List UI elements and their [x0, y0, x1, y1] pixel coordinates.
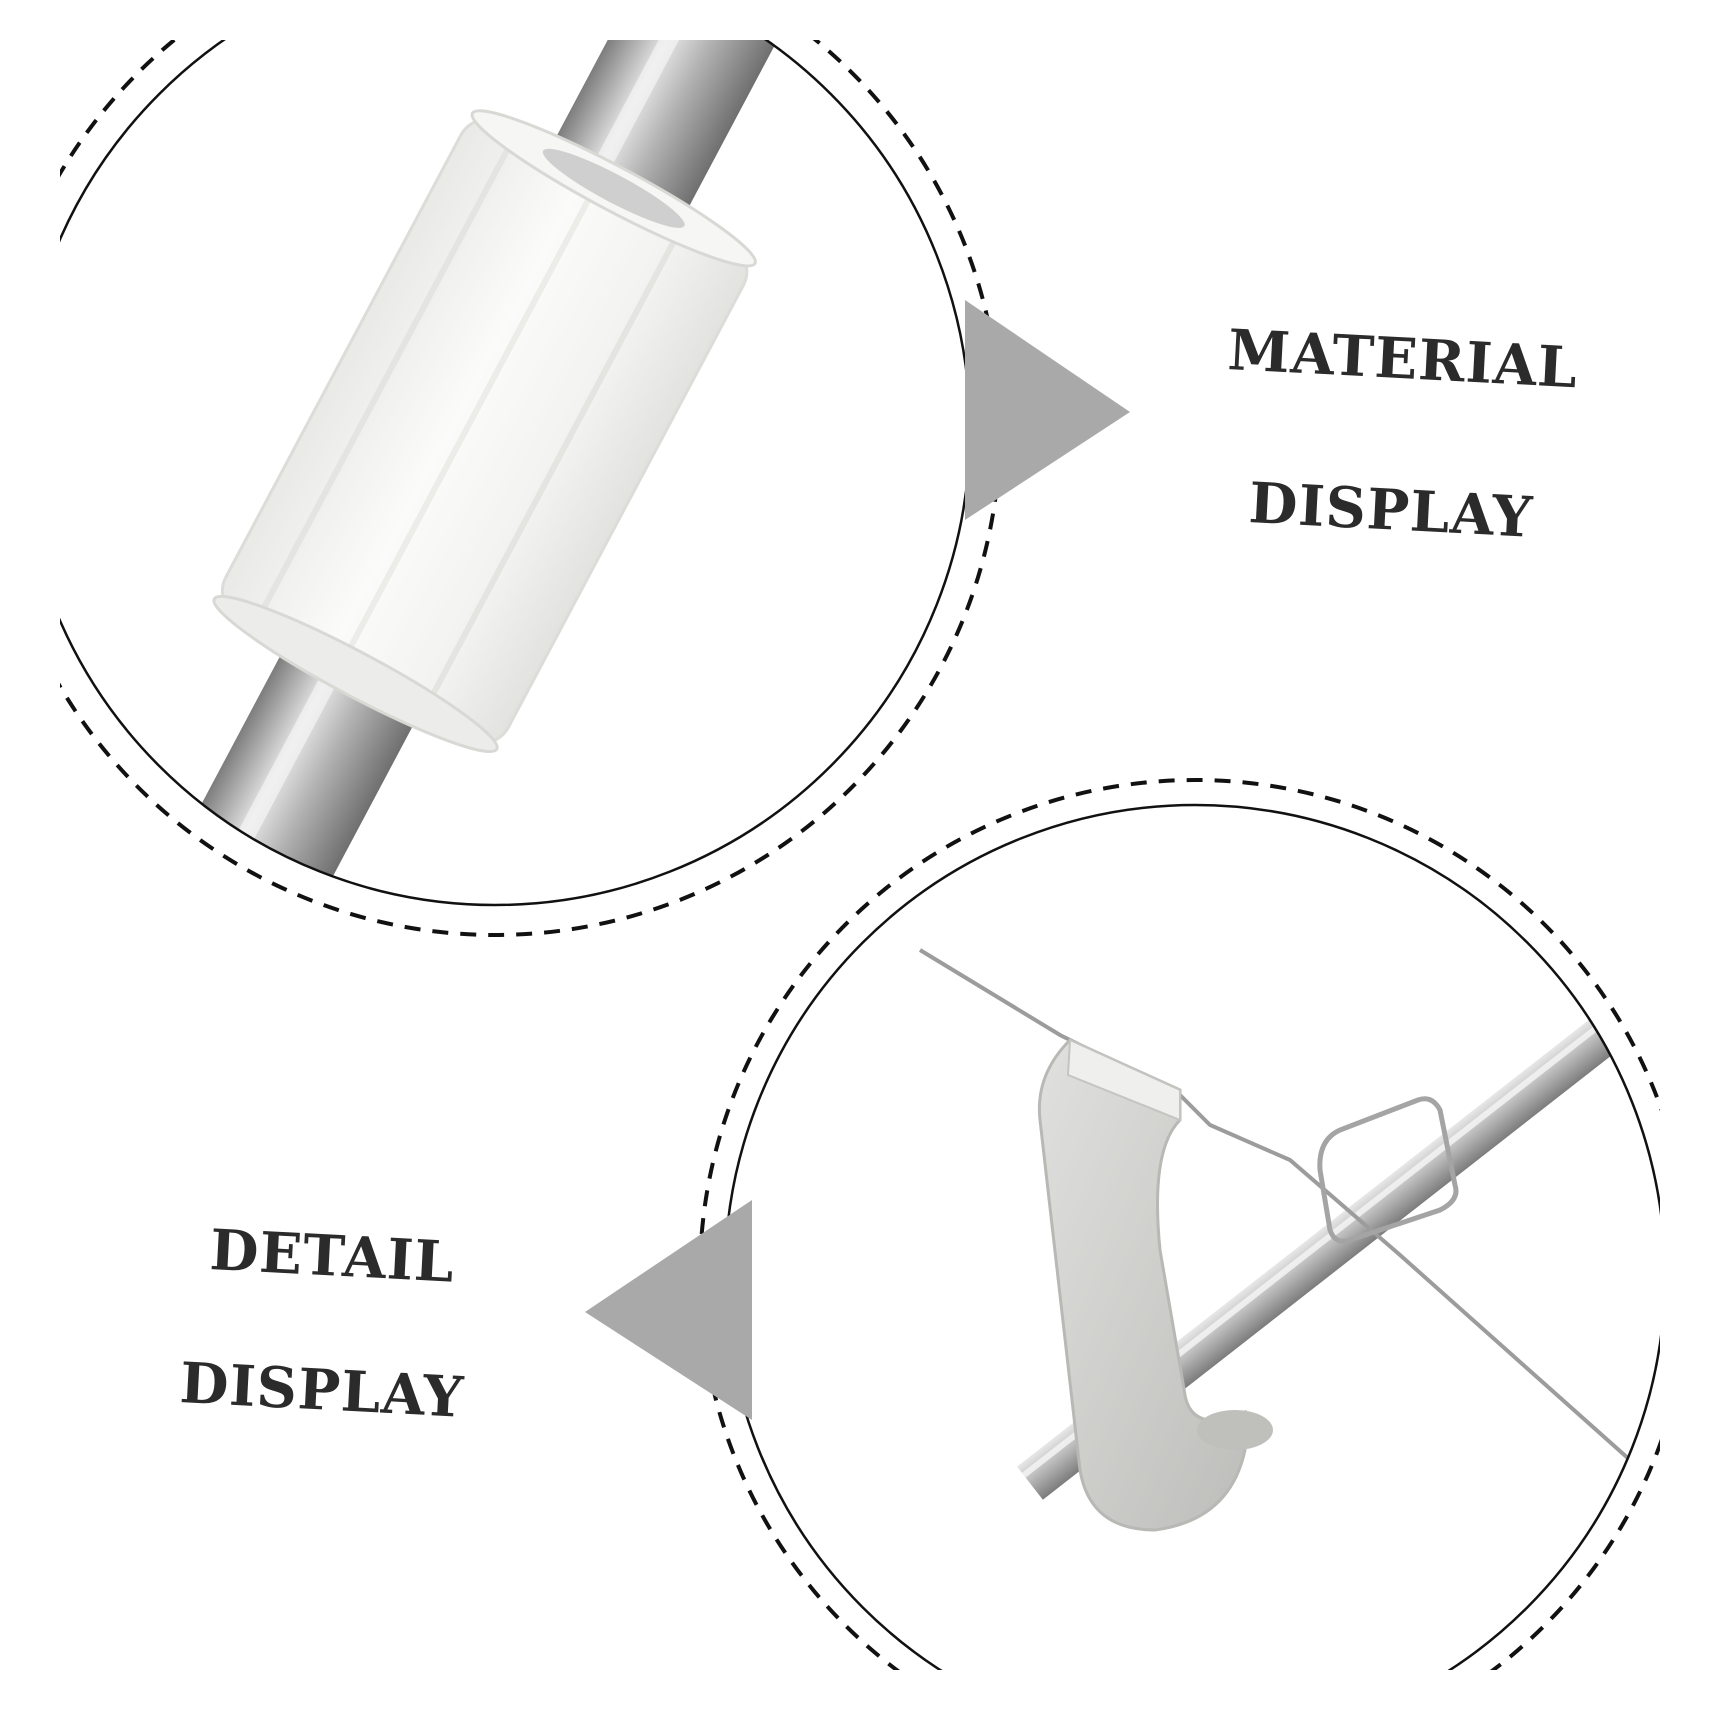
material-detail-circle [0, 0, 1002, 937]
triangle-right-icon [965, 300, 1130, 520]
triangle-left-icon [585, 1200, 752, 1420]
white-sleeve [212, 109, 757, 754]
detail-closeup-photo [725, 805, 1665, 1713]
bottom-mask [700, 1670, 1713, 1713]
material-caption-line1: MATERIAL [1226, 317, 1580, 402]
material-closeup-photo [20, 0, 970, 905]
right-mask [1660, 700, 1713, 1713]
top-mask [0, 0, 1713, 40]
left-mask [0, 0, 60, 760]
material-caption-line2: DISPLAY [1247, 470, 1535, 551]
white-hook [1037, 1038, 1247, 1532]
detail-closeup-circle [698, 778, 1692, 1713]
detail-caption-line2: DISPLAY [178, 1350, 466, 1431]
detail-caption-line1: DETAIL [208, 1217, 457, 1296]
